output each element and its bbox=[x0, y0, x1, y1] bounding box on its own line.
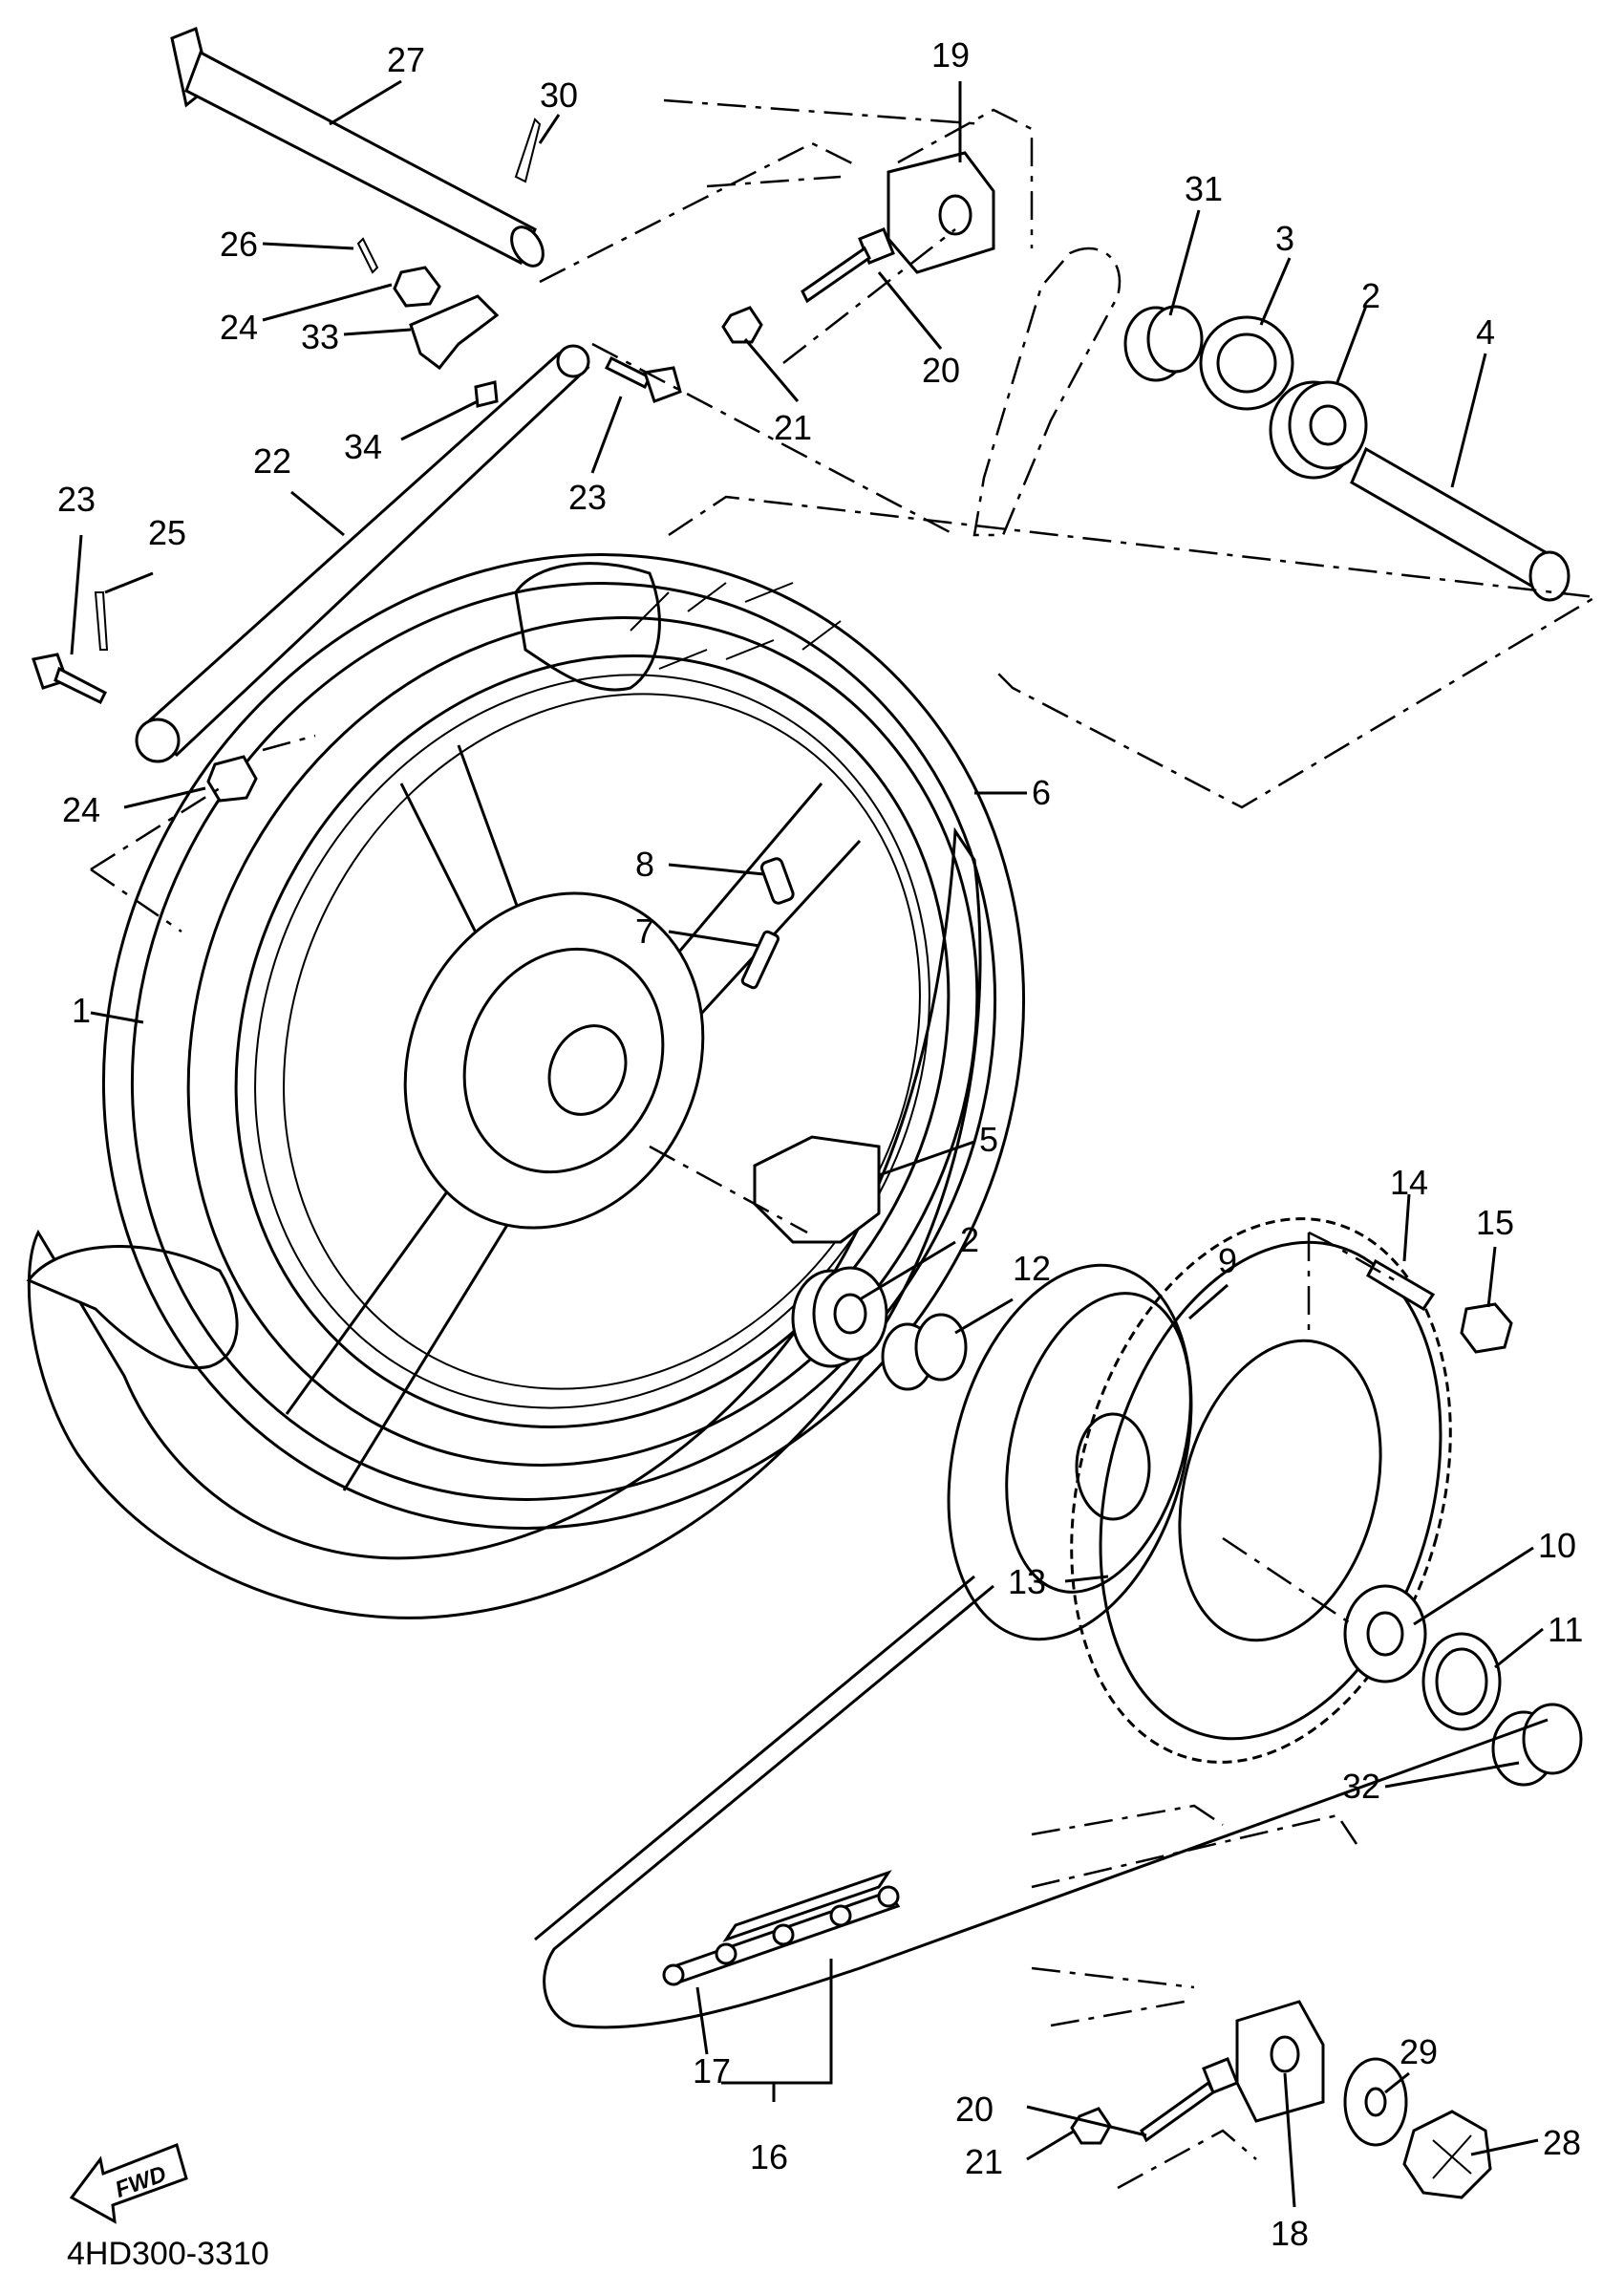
callout-28: 28 bbox=[1543, 2123, 1581, 2162]
axle-shaft bbox=[170, 26, 545, 268]
assembly-guide-lines bbox=[90, 98, 1599, 2190]
callout-12: 12 bbox=[1013, 1249, 1051, 1288]
callout-labels: 27 30 19 31 3 2 4 26 24 33 34 22 20 21 2… bbox=[57, 35, 1583, 2253]
collar-12 bbox=[881, 1313, 968, 1391]
valve-cap bbox=[759, 857, 795, 905]
tire-cut-section-top bbox=[514, 562, 661, 692]
callout-14: 14 bbox=[1390, 1163, 1428, 1202]
callout-26: 26 bbox=[220, 225, 258, 264]
tire-outer-ring bbox=[102, 553, 1025, 1530]
callout-1: 1 bbox=[72, 991, 91, 1030]
nut-24-bottom bbox=[206, 755, 258, 803]
sprocket-hub-9 bbox=[947, 1263, 1193, 1641]
washer-29 bbox=[1343, 2057, 1408, 2147]
callout-19: 19 bbox=[931, 35, 970, 75]
callout-22: 22 bbox=[253, 441, 291, 481]
fwd-arrow-icon: FWD bbox=[69, 2143, 188, 2224]
callout-7: 7 bbox=[635, 911, 654, 951]
tread-marks bbox=[630, 582, 842, 670]
cotter-pin-30 bbox=[514, 118, 542, 183]
callout-3: 3 bbox=[1275, 219, 1294, 258]
adjuster-bolt-20-bottom bbox=[1140, 2057, 1239, 2143]
callout-27: 27 bbox=[387, 40, 425, 79]
collar-32 bbox=[1491, 1703, 1583, 1787]
bracket-33 bbox=[409, 294, 500, 371]
caliper-bracket-outline bbox=[972, 247, 1122, 537]
callout-5: 5 bbox=[979, 1120, 998, 1159]
brake-caliper-5 bbox=[753, 1135, 881, 1244]
callout-17: 17 bbox=[693, 2051, 731, 2090]
callout-23-left: 23 bbox=[57, 480, 96, 519]
chain-adjuster-18 bbox=[1235, 2000, 1325, 2123]
callout-10: 10 bbox=[1538, 1526, 1576, 1565]
tire-cut-section-bottom bbox=[26, 1245, 239, 1369]
callout-6: 6 bbox=[1032, 773, 1051, 812]
torque-arm bbox=[135, 344, 590, 763]
stud-14 bbox=[1366, 1258, 1436, 1312]
callout-16-visible: 16 bbox=[750, 2137, 788, 2176]
drive-chain bbox=[534, 1575, 1549, 2029]
collar-31 bbox=[1123, 305, 1204, 382]
valve-stem bbox=[740, 930, 780, 990]
nut-24-top bbox=[393, 266, 441, 308]
callout-21-bottom: 21 bbox=[965, 2142, 1003, 2181]
adjuster-nut-21-bottom bbox=[1070, 2107, 1112, 2145]
chain-adjuster-19 bbox=[887, 151, 995, 274]
callout-31: 31 bbox=[1185, 169, 1223, 208]
cotter-pin-25 bbox=[94, 591, 109, 651]
adjuster-bolt-20-top bbox=[801, 227, 895, 304]
wheel-hub-bore bbox=[547, 1024, 628, 1116]
callout-21-top: 21 bbox=[774, 408, 812, 447]
sprocket-13 bbox=[1070, 1217, 1452, 1764]
leader-lines bbox=[70, 79, 1544, 2208]
cotter-pin-26 bbox=[356, 237, 379, 274]
callout-4: 4 bbox=[1476, 312, 1495, 352]
bolt-23-right bbox=[604, 355, 682, 403]
bearing-10 bbox=[1343, 1584, 1427, 1683]
tire-ring-2 bbox=[131, 582, 996, 1501]
rim-outer bbox=[186, 616, 979, 1467]
callout-2-top: 2 bbox=[1361, 276, 1380, 315]
callout-18: 18 bbox=[1271, 2214, 1309, 2253]
nut-15 bbox=[1460, 1302, 1513, 1354]
adjuster-nut-21-top bbox=[721, 306, 763, 344]
callout-8: 8 bbox=[635, 845, 654, 884]
callout-24-top: 24 bbox=[220, 308, 258, 347]
callout-13: 13 bbox=[1008, 1562, 1046, 1601]
callout-2-bottom: 2 bbox=[960, 1220, 979, 1259]
bearing-2-top bbox=[1269, 380, 1368, 480]
tire-and-rim bbox=[26, 553, 1025, 1619]
bracket-34 bbox=[474, 380, 499, 408]
bolt-23-left bbox=[32, 653, 108, 705]
callout-25: 25 bbox=[148, 513, 186, 552]
axle-nut-28 bbox=[1402, 2110, 1492, 2199]
callout-11: 11 bbox=[1548, 1610, 1583, 1649]
collar-4 bbox=[1350, 446, 1571, 602]
callout-20-bottom: 20 bbox=[955, 2090, 994, 2129]
callout-33: 33 bbox=[301, 317, 339, 356]
callout-23-right: 23 bbox=[568, 478, 607, 517]
callout-15: 15 bbox=[1476, 1203, 1514, 1242]
catalog-code: 4HD300-3310 bbox=[67, 2236, 269, 2272]
callout-20-top: 20 bbox=[922, 351, 960, 390]
callout-32-visible: 32 bbox=[1342, 1767, 1380, 1806]
callout-30: 30 bbox=[540, 75, 578, 115]
oil-seal-11 bbox=[1421, 1632, 1502, 1731]
bearing-2-bottom bbox=[791, 1266, 888, 1368]
oil-seal-3 bbox=[1199, 315, 1294, 411]
callout-29: 29 bbox=[1400, 2032, 1438, 2071]
valve-assembly bbox=[740, 857, 795, 990]
callout-9: 9 bbox=[1218, 1241, 1237, 1280]
callout-24-bottom: 24 bbox=[62, 790, 100, 829]
callout-34: 34 bbox=[344, 427, 382, 466]
